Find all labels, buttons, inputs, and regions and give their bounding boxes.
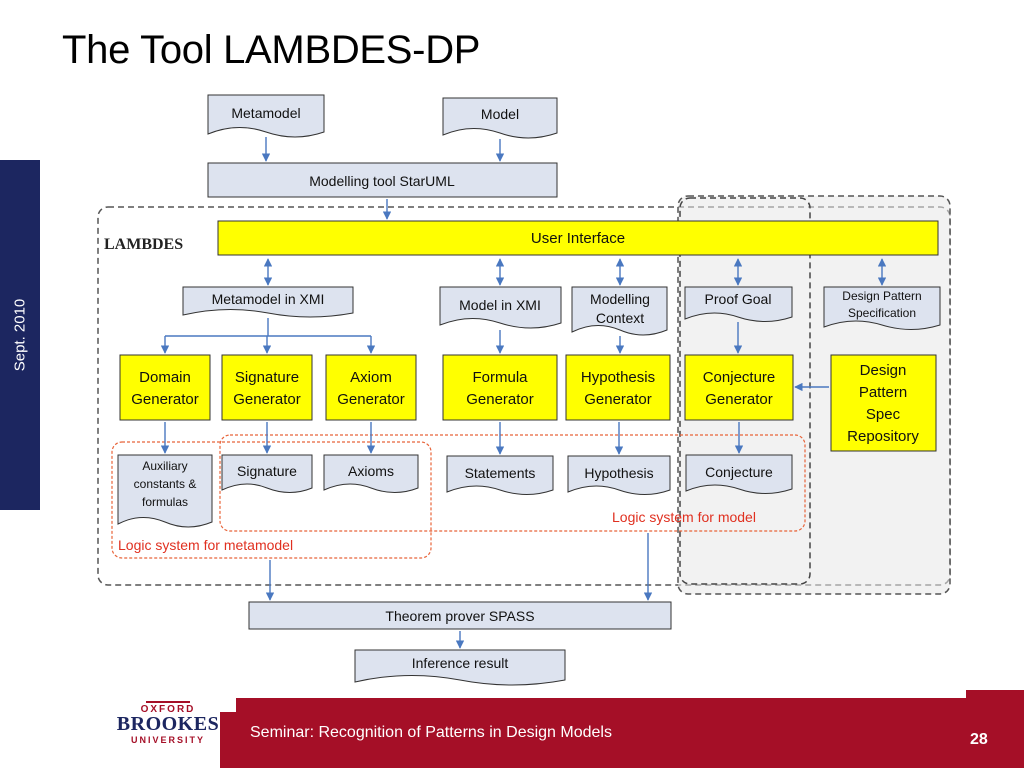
inference-result-doc (354, 649, 566, 686)
model-doc (442, 97, 558, 139)
slide-title: The Tool LAMBDES-DP (62, 28, 481, 72)
connector-arrows (160, 137, 887, 649)
formula-generator-label-2: Generator (466, 391, 534, 408)
auxiliary-label-3: formulas (142, 495, 188, 509)
conjecture-generator-label-1: Conjecture (703, 369, 776, 386)
modelling-context-label-2: Context (596, 310, 644, 326)
hypothesis-doc (567, 455, 671, 495)
dp-spec-label-2: Specification (848, 306, 916, 320)
dp-spec-repository-box (830, 354, 937, 452)
modelling-tool-box (207, 162, 558, 198)
auxiliary-doc (117, 454, 213, 528)
metamodel-label: Metamodel (231, 105, 300, 121)
repository-label-3: Spec (866, 406, 901, 423)
repository-label-4: Repository (847, 428, 919, 445)
model-xmi-label: Model in XMI (459, 297, 541, 313)
signature-generator-box (221, 354, 313, 421)
logo-brookes-text: BROOKES (116, 713, 220, 735)
lambdes-architecture-diagram: LAMBDES Metamodel Model Modelling tool S… (97, 94, 951, 686)
model-label: Model (481, 106, 519, 122)
metamodel-xmi-doc (182, 286, 354, 318)
hypothesis-label: Hypothesis (584, 465, 653, 481)
axioms-label: Axioms (348, 463, 394, 479)
auxiliary-label-2: constants & (134, 477, 197, 491)
proof-goal-label: Proof Goal (705, 291, 772, 307)
lambdes-label: LAMBDES (104, 236, 183, 253)
modelling-tool-label: Modelling tool StarUML (309, 173, 455, 189)
logic-metamodel-region (111, 441, 432, 559)
axiom-generator-label-1: Axiom (350, 369, 392, 386)
conjecture-generator-box (684, 354, 794, 421)
logo-oxford-text: OXFORD (140, 704, 196, 715)
signature-generator-label-1: Signature (235, 369, 299, 386)
conjecture-doc (685, 454, 793, 494)
signature-generator-label-2: Generator (233, 391, 301, 408)
repository-label-2: Pattern (859, 384, 907, 401)
modelling-context-doc (571, 286, 668, 336)
modelling-context-label-1: Modelling (590, 291, 650, 307)
date-side-tab: Sept. 2010 (0, 160, 40, 510)
formula-generator-box (442, 354, 558, 421)
logic-model-label: Logic system for model (612, 509, 756, 525)
theorem-prover-box (248, 601, 672, 630)
metamodel-doc (207, 94, 325, 138)
oxford-brookes-logo: OXFORD BROOKES UNIVERSITY (116, 698, 220, 750)
axiom-generator-box (325, 354, 417, 421)
proof-goal-doc (684, 286, 793, 322)
model-xmi-doc (439, 286, 562, 329)
conjecture-generator-label-2: Generator (705, 391, 773, 408)
hypothesis-generator-label-1: Hypothesis (581, 369, 655, 386)
dp-spec-doc (823, 286, 941, 330)
user-interface-box (217, 220, 939, 256)
signature-label: Signature (237, 463, 297, 479)
formula-generator-label-1: Formula (472, 369, 528, 386)
hypothesis-generator-box (565, 354, 671, 421)
conjecture-label: Conjecture (705, 464, 773, 480)
metamodel-xmi-label: Metamodel in XMI (212, 291, 325, 307)
hypothesis-generator-label-2: Generator (584, 391, 652, 408)
signature-doc (221, 454, 313, 493)
footer-corner-block (966, 690, 1024, 768)
lambdes-boundary (97, 206, 951, 586)
footer-bar-accent (220, 712, 236, 768)
page-number: 28 (970, 731, 988, 748)
domain-generator-box (119, 354, 211, 421)
axiom-generator-label-2: Generator (337, 391, 405, 408)
inference-result-label: Inference result (412, 655, 509, 671)
footer-seminar-title: Seminar: Recognition of Patterns in Desi… (250, 724, 612, 741)
logo-university-text: UNIVERSITY (130, 735, 205, 745)
logic-metamodel-label: Logic system for metamodel (118, 537, 293, 553)
conjecture-column-region (679, 197, 811, 585)
theorem-prover-label: Theorem prover SPASS (385, 608, 534, 624)
axioms-doc (323, 454, 419, 493)
dp-spec-label-1: Design Pattern (842, 289, 921, 303)
domain-generator-label-1: Domain (139, 369, 191, 386)
footer-bar (236, 698, 1024, 768)
domain-generator-label-2: Generator (131, 391, 199, 408)
user-interface-label: User Interface (531, 230, 625, 247)
statements-label: Statements (465, 465, 536, 481)
logo-crest-icon (146, 701, 190, 703)
auxiliary-label-1: Auxiliary (142, 459, 187, 473)
statements-doc (446, 455, 554, 495)
logic-model-region (219, 434, 806, 532)
repository-label-1: Design (860, 362, 907, 379)
